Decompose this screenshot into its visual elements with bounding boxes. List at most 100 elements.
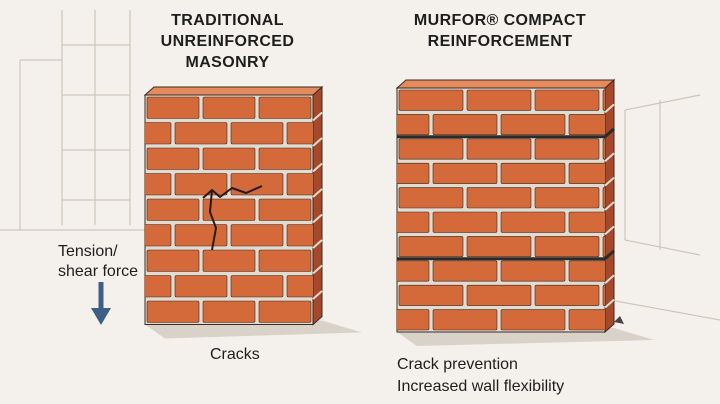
brick xyxy=(258,147,312,170)
brick xyxy=(397,211,430,233)
side-mortar-line xyxy=(312,111,323,122)
right-caption-line-2: Increased wall flexibility xyxy=(397,378,565,395)
brick xyxy=(202,249,256,272)
brick xyxy=(174,224,228,247)
side-mortar-line xyxy=(312,213,323,224)
force-label-line-1: Tension/ xyxy=(58,243,118,260)
brick xyxy=(258,96,312,119)
brick-courses xyxy=(145,96,313,323)
left-title: TRADITIONAL UNREINFORCED MASONRY xyxy=(135,10,320,73)
brick xyxy=(202,147,256,170)
side-mortar-line xyxy=(604,103,615,114)
arrow-head xyxy=(91,308,111,325)
brick xyxy=(466,89,532,111)
left-title-line-2: UNREINFORCED xyxy=(160,33,295,50)
brick xyxy=(602,89,605,111)
brick xyxy=(500,162,566,184)
brick xyxy=(500,211,566,233)
reinforcement-bar-end xyxy=(604,127,615,138)
left-title-line-1: TRADITIONAL xyxy=(171,12,284,29)
unreinforced-wall xyxy=(143,85,362,339)
brick xyxy=(500,309,566,331)
brick xyxy=(602,187,605,209)
brick xyxy=(432,114,498,136)
side-mortar-line xyxy=(604,176,615,187)
wall-top-face xyxy=(395,79,616,89)
sketch-line xyxy=(624,94,701,111)
brick xyxy=(432,162,498,184)
side-mortar-line xyxy=(604,225,615,236)
force-label-line-2: shear force xyxy=(58,263,139,280)
brick xyxy=(145,173,172,196)
brick-courses xyxy=(397,89,605,331)
brick xyxy=(500,114,566,136)
brick xyxy=(146,147,200,170)
brick xyxy=(174,122,228,145)
brick xyxy=(258,198,312,221)
brick xyxy=(568,211,605,233)
brick xyxy=(534,89,600,111)
brick xyxy=(398,89,464,111)
brick xyxy=(398,236,464,258)
side-mortar-line xyxy=(312,239,323,249)
brick xyxy=(145,122,172,145)
corner-mark xyxy=(614,316,624,324)
brick xyxy=(534,284,600,306)
brick xyxy=(568,114,605,136)
brick xyxy=(174,275,228,298)
brick xyxy=(432,309,498,331)
brick xyxy=(534,236,600,258)
arrow-down-icon xyxy=(91,282,111,325)
brick xyxy=(145,275,172,298)
right-title: MURFOR® COMPACT REINFORCEMENT xyxy=(395,10,605,52)
brick xyxy=(230,173,284,196)
background-sketch xyxy=(0,10,720,321)
brick xyxy=(146,249,200,272)
brick xyxy=(202,198,256,221)
sketch-line xyxy=(609,299,720,321)
brick xyxy=(602,138,605,160)
brick xyxy=(466,187,532,209)
wall-side-face xyxy=(312,85,323,326)
brick xyxy=(534,187,600,209)
side-mortar-line xyxy=(604,152,615,162)
brick xyxy=(466,138,532,160)
left-title-line-3: MASONRY xyxy=(185,54,270,71)
brick xyxy=(568,309,605,331)
side-mortar-line xyxy=(604,201,615,211)
brick xyxy=(432,211,498,233)
brick xyxy=(146,300,200,323)
brick xyxy=(568,260,605,282)
brick xyxy=(258,249,312,272)
brick xyxy=(145,224,172,247)
brick xyxy=(398,138,464,160)
right-caption-line-1: Crack prevention xyxy=(397,356,518,373)
side-mortar-line xyxy=(312,137,323,147)
side-mortar-line xyxy=(604,298,615,309)
brick xyxy=(258,300,312,323)
brick xyxy=(230,122,284,145)
brick xyxy=(202,96,256,119)
reinforced-wall xyxy=(395,78,654,346)
right-caption: Crack prevention Increased wall flexibil… xyxy=(397,354,564,398)
right-title-line-1: MURFOR® COMPACT xyxy=(413,12,587,29)
brick xyxy=(432,260,498,282)
brick xyxy=(286,122,313,145)
crack-line-icon xyxy=(202,185,263,251)
brick xyxy=(602,284,605,306)
brick xyxy=(397,114,430,136)
brick xyxy=(398,284,464,306)
side-mortar-line xyxy=(312,264,323,275)
brick xyxy=(146,198,200,221)
brick xyxy=(397,309,430,331)
brick xyxy=(397,260,430,282)
reinforcement-bar-end xyxy=(604,249,615,260)
brick xyxy=(466,284,532,306)
brick xyxy=(286,275,313,298)
brick xyxy=(397,162,430,184)
brick xyxy=(286,224,313,247)
right-title-line-2: REINFORCEMENT xyxy=(427,33,573,50)
side-mortar-line xyxy=(312,162,323,173)
